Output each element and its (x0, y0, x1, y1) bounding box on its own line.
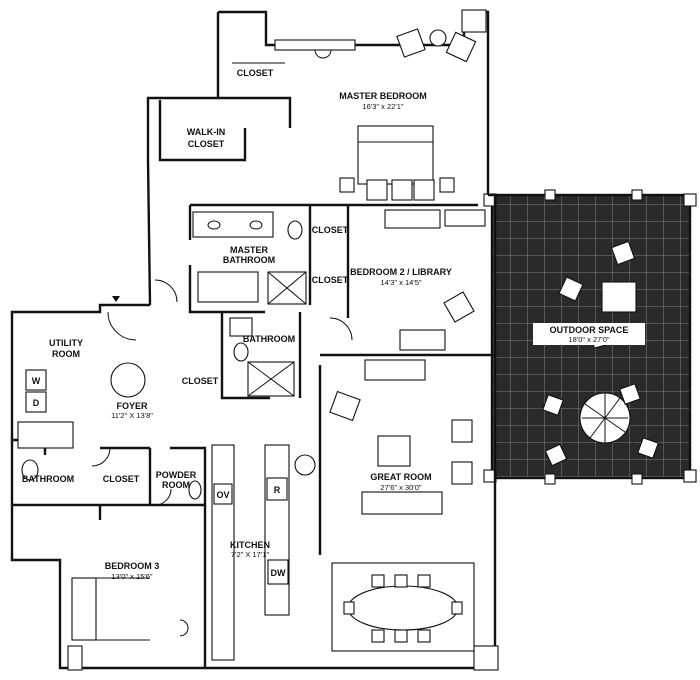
bed (357, 125, 434, 185)
master-bedroom-furniture (232, 28, 477, 201)
bedroom3-label: BEDROOM 3 (105, 561, 160, 571)
outdoor-chair (558, 276, 584, 302)
outdoor-dimensions: 18'0" x 27'0" (568, 335, 609, 344)
utility-room-label-2: ROOM (52, 349, 80, 359)
dryer-label: D (33, 398, 40, 408)
bedroom2-label: BEDROOM 2 / LIBRARY (350, 267, 452, 277)
bedroom2-dimensions: 14'3" x 14'5" (380, 278, 421, 287)
entry-arrow-icon (112, 296, 120, 302)
bathroom-label: BATHROOM (22, 474, 74, 484)
sofa (361, 491, 443, 515)
foyer-round-table (110, 362, 146, 398)
room-labels: CLOSET MASTER BEDROOM 16'3" x 22'1" WALK… (22, 68, 452, 581)
oven-label: OV (216, 490, 229, 500)
column (683, 193, 697, 207)
dining-table (347, 585, 459, 631)
outdoor-terrace: OUTDOOR SPACE 18'0" x 27'0" (483, 189, 697, 485)
master-bedroom-label: MASTER BEDROOM (339, 91, 427, 101)
washer-label: W (32, 376, 41, 386)
interior-walls (12, 96, 495, 668)
kitchen-fixtures: OV R DW (211, 444, 290, 661)
dishwasher-label: DW (271, 568, 286, 578)
bathroom-label: BATHROOM (243, 334, 295, 344)
foyer-dimensions: 11'2" X 13'8" (111, 411, 153, 420)
master-bath-fixtures (192, 211, 307, 305)
kitchen-dimensions: 7'2" X 17'1" (231, 550, 270, 559)
bed (71, 577, 97, 641)
closet-label: CLOSET (103, 474, 140, 484)
utility-room-label-1: UTILITY (49, 338, 83, 348)
great-room-label: GREAT ROOM (370, 472, 431, 482)
closet-label: CLOSET (237, 68, 274, 78)
west-wing-fixtures: W D (17, 296, 202, 641)
walk-in-closet-label-1: WALK-IN (187, 127, 226, 137)
column (683, 469, 697, 483)
powder-room-label-2: ROOM (162, 480, 190, 490)
bedroom2-furniture (384, 209, 486, 351)
closet-label: CLOSET (182, 376, 219, 386)
foyer-label: FOYER (116, 401, 148, 411)
closet-label: CLOSET (312, 225, 349, 235)
bedroom3-dimensions: 13'0" x 15'6" (111, 572, 152, 581)
closet-label: CLOSET (312, 275, 349, 285)
center-bath-fixtures (229, 317, 295, 397)
outdoor-label: OUTDOOR SPACE (550, 325, 629, 335)
great-room-dimensions: 27'6" x 30'0" (380, 483, 421, 492)
door-swings (91, 279, 353, 506)
outdoor-table (601, 281, 637, 313)
great-room-furniture (294, 359, 475, 652)
master-bathroom-label-2: BATHROOM (223, 255, 275, 265)
fridge-label: R (274, 485, 281, 495)
powder-room-label-1: POWDER (156, 470, 197, 480)
kitchen-label: KITCHEN (230, 540, 270, 550)
outdoor-chair (610, 240, 636, 266)
master-bathroom-label-1: MASTER (230, 245, 269, 255)
walk-in-closet-label-2: CLOSET (188, 139, 225, 149)
master-bedroom-dimensions: 16'3" x 22'1" (362, 102, 403, 111)
